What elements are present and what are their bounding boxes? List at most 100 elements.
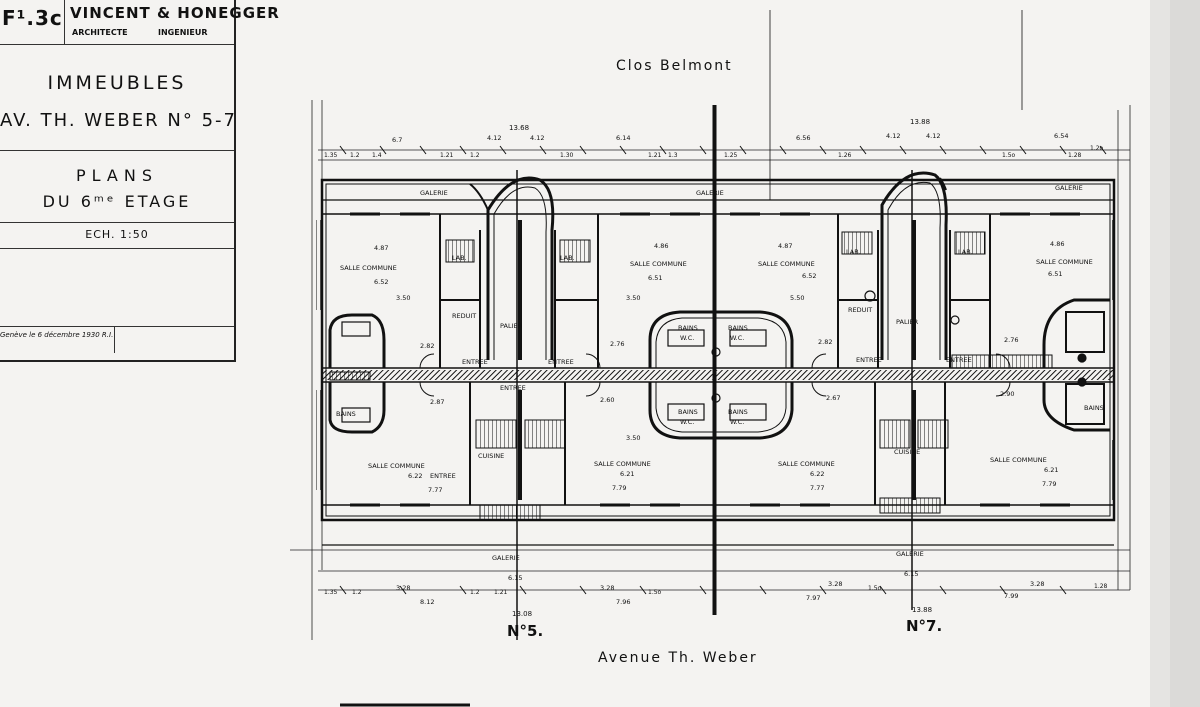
small-dim-t8: 1.3 — [668, 152, 678, 159]
room-label-salle-3: SALLE COMMUNE — [758, 260, 815, 268]
bottom-dim-7: 7.97 — [806, 594, 820, 602]
small-dim-b7: 1.28 — [1094, 583, 1108, 590]
sheet-number: F¹.3ᴄ — [2, 6, 63, 30]
dim-e2: 2.60 — [600, 396, 614, 404]
dim-a4: 6.51 — [1048, 270, 1062, 278]
top-small-dims: 1.35 1.2 1.4 1.21 1.2 1.30 1.21 1.3 1.25… — [324, 145, 1104, 159]
role-architect: ARCHITECTE — [72, 28, 128, 37]
room-label-entree-3: ENTREE — [856, 356, 882, 364]
dim-h4: 2.76 — [1004, 336, 1018, 344]
room-label-lab-3: LAB. — [846, 248, 861, 256]
dim-e3: 2.67 — [826, 394, 840, 402]
bottom-dim-2: 3.28 — [600, 584, 614, 592]
dim-d4: 5.50 — [790, 294, 804, 302]
bottom-dim-9: 6.15 — [508, 574, 522, 582]
paper-wear — [1150, 0, 1200, 707]
central-corridor — [322, 367, 1114, 383]
room-label-bains-3: BAINS — [678, 408, 698, 416]
room-label-salle-8: SALLE COMMUNE — [990, 456, 1047, 464]
partitions — [439, 214, 991, 505]
room-label-wc-2: W.C. — [730, 334, 744, 342]
bath-fixtures — [341, 290, 1105, 425]
small-dim-t4: 1.21 — [440, 152, 454, 159]
dim-a1: 6.52 — [374, 278, 388, 286]
room-label-salle-7: SALLE COMMUNE — [778, 460, 835, 468]
room-label-lab-2: LAB. — [560, 254, 575, 262]
room-label-cuisine-2: CUISINE — [894, 448, 920, 456]
dim-a3: 6.52 — [802, 272, 816, 280]
bottom-dim-8: 7.99 — [1004, 592, 1018, 600]
small-dim-b6: 1.5o — [868, 585, 882, 592]
dim-h1: 2.82 — [420, 342, 434, 350]
room-label-entree-5: ENTREE — [500, 384, 526, 392]
room-label-bains-4: BAINS — [728, 408, 748, 416]
dim-r1: 4.87 — [374, 244, 388, 252]
room-label-galerie-top-left: GALERIE — [420, 189, 448, 197]
bottom-dim-4: 3.28 — [1030, 580, 1044, 588]
small-dim-b3: 1.2 — [470, 589, 480, 596]
title-block-building: IMMEUBLES AV. TH. WEBER N° 5-7 — [0, 44, 237, 151]
room-label-lab-1: LAB. — [452, 254, 467, 262]
dimension-lines — [290, 100, 1131, 640]
bottom-dim-1: 3.28 — [396, 584, 410, 592]
small-dim-t11: 1.28 — [1068, 152, 1082, 159]
dim-w4: 7.79 — [1042, 480, 1056, 488]
title-block-scale: ECH. 1:50 — [0, 222, 234, 249]
small-dim-t3: 1.4 — [372, 152, 382, 159]
room-labels: GALERIE GALERIE GALERIE GALERIE GALERIE … — [336, 184, 1104, 562]
windows — [350, 212, 1080, 507]
dim-a2: 6.51 — [648, 274, 662, 282]
bath-bays — [328, 298, 1110, 440]
room-label-lab-4: LAB. — [958, 248, 973, 256]
top-dimension-chain: 6.7 6.14 6.56 6.54 4.12 4.12 4.12 4.12 — [392, 132, 1068, 144]
dim-r2: 4.86 — [654, 242, 668, 250]
plans-title-line1: PLANS — [76, 166, 158, 185]
room-label-entree-1: ENTREE — [462, 358, 488, 366]
room-label-wc-4: W.C. — [730, 418, 744, 426]
dim-e1: 2.87 — [430, 398, 444, 406]
small-dim-t5: 1.2 — [470, 152, 480, 159]
dim-w3: 7.77 — [810, 484, 824, 492]
room-label-bains-2: BAINS — [728, 324, 748, 332]
room-label-salle-1: SALLE COMMUNE — [340, 264, 397, 272]
entry-label-no7: N°7. — [906, 617, 943, 635]
top-dim-2: 6.14 — [616, 134, 630, 142]
date-note: Genève le 6 décembre 1930 R.I. — [0, 331, 114, 339]
stair-arches — [469, 171, 948, 360]
dim-bottom-overall-right: 13.88 — [912, 606, 932, 614]
room-label-palier-2: PALIER — [896, 318, 919, 326]
small-dim-b1: 1.35 — [324, 589, 338, 596]
dim-d1: 3.50 — [396, 294, 410, 302]
role-engineer: INGENIEUR — [158, 28, 208, 37]
small-dim-b2: 1.2 — [352, 589, 362, 596]
top-dim-1: 6.7 — [392, 136, 402, 144]
top-dim-4: 6.54 — [1054, 132, 1068, 140]
firm-name: VINCENT & HONEGGER — [70, 4, 280, 22]
title-block: F¹.3ᴄ VINCENT & HONEGGER ARCHITECTE INGE… — [0, 0, 279, 362]
room-label-reduit-1: REDUIT — [452, 312, 476, 320]
top-dim-7: 4.12 — [886, 132, 900, 140]
room-label-wc-3: W.C. — [680, 418, 694, 426]
room-label-galerie-bottom-right: GALERIE — [896, 550, 924, 558]
top-dim-8: 4.12 — [926, 132, 940, 140]
top-dim-5: 4.12 — [487, 134, 501, 142]
top-dim-6: 4.12 — [530, 134, 544, 142]
bottom-dim-3: 3.28 — [828, 580, 842, 588]
title-block-plans: PLANS DU 6ᵐᵉ ETAGE — [0, 150, 234, 223]
building-title-line2: AV. TH. WEBER N° 5-7 — [0, 110, 237, 131]
bottom-dim-10: 6.15 — [904, 570, 918, 578]
title-block-header: F¹.3ᴄ VINCENT & HONEGGER ARCHITECTE INGE… — [0, 0, 279, 45]
party-walls — [516, 10, 1023, 640]
room-label-bains-1: BAINS — [678, 324, 698, 332]
dim-r3: 4.87 — [778, 242, 792, 250]
small-dim-t10: 1.26 — [838, 152, 852, 159]
room-dimensions: 4.87 4.86 4.87 4.86 6.52 6.51 6.52 6.51 … — [374, 240, 1064, 494]
scale-label: ECH. 1:50 — [85, 228, 149, 241]
plans-title-line2: DU 6ᵐᵉ ETAGE — [42, 192, 192, 211]
dim-top-overall-right: 13.88 — [910, 118, 930, 126]
small-dim-t1: 1.35 — [324, 152, 338, 159]
room-label-bains-6: BAINS — [1084, 404, 1104, 412]
room-label-wc-1: W.C. — [680, 334, 694, 342]
vertical-dim-columns — [314, 220, 1116, 500]
